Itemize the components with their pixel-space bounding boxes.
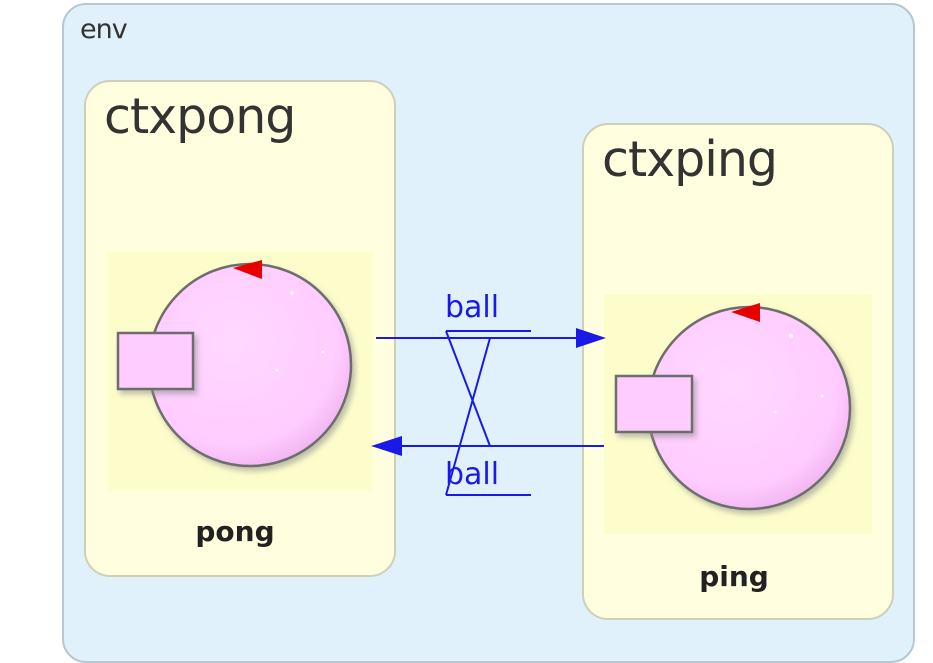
actor-ping-port[interactable]	[614, 374, 694, 434]
actor-pong-port[interactable]	[116, 331, 195, 391]
diagram-canvas	[116, 260, 852, 511]
context-ping-title: ctxping	[602, 131, 778, 188]
message-bottom-arrowhead-icon	[371, 436, 402, 456]
message-bottom-label[interactable]: ball	[445, 457, 500, 492]
actor-pong[interactable]	[116, 260, 353, 468]
context-pong-title: ctxpong	[104, 88, 296, 145]
actor-ping[interactable]	[614, 303, 852, 511]
actor-pong-label: pong	[195, 515, 275, 548]
actor-pong-marker-icon	[233, 260, 262, 279]
message-top-label[interactable]: ball	[445, 290, 500, 325]
message-top-arrowhead-icon	[576, 328, 606, 348]
actor-ping-label: ping	[699, 560, 769, 593]
message-bottom-link-line	[445, 337, 491, 496]
actor-ping-marker-icon	[731, 303, 760, 322]
env-label: env	[80, 14, 128, 45]
message-top-link-line	[445, 330, 491, 447]
